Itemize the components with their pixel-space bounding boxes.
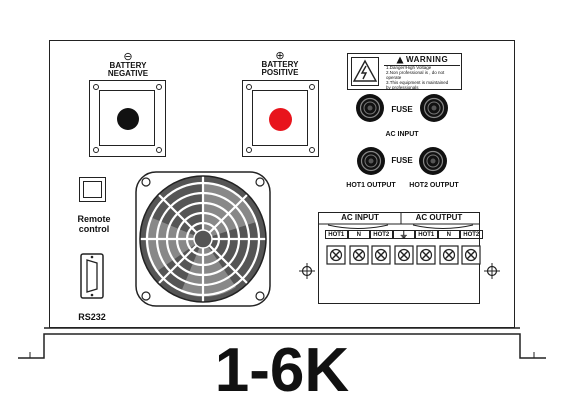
cooling-fan-icon: [135, 171, 271, 307]
battery-positive-terminal[interactable]: [269, 108, 292, 131]
warning-label: WARNING 1.Danger!High Voltage 2.Non prof…: [347, 53, 462, 90]
high-voltage-icon: [351, 57, 379, 86]
warning-line-4: 3.This equipment is maintained: [386, 80, 449, 85]
screw: [156, 147, 162, 153]
ac-input-fuse-left-knob[interactable]: [355, 93, 385, 123]
screw: [156, 84, 162, 90]
battery-negative-label-line2: NEGATIVE: [107, 69, 149, 78]
screw: [246, 84, 252, 90]
battery-negative-symbol: ⊖: [123, 51, 133, 63]
terminal-label: N: [347, 230, 370, 239]
screw: [93, 147, 99, 153]
screw: [309, 147, 315, 153]
terminal-mount-screw-right: [484, 263, 500, 279]
terminal-label: HOT2: [370, 230, 393, 239]
model-label: 1-6K: [214, 336, 350, 405]
hot1-output-label: HOT1 OUTPUT: [346, 182, 396, 189]
terminal-label: N: [437, 230, 460, 239]
battery-negative-terminal[interactable]: [117, 108, 139, 130]
warning-triangle-icon: [352, 59, 378, 82]
terminal-screw[interactable]: [348, 245, 369, 265]
terminal-label: HOT2: [460, 230, 483, 239]
screw: [93, 84, 99, 90]
terminal-mount-screw-left: [299, 263, 315, 279]
warning-title-row: WARNING: [386, 56, 460, 64]
terminal-ac-output-header: AC OUTPUT: [415, 213, 463, 222]
output-fuse-left-knob[interactable]: [356, 146, 386, 176]
rs232-port[interactable]: [79, 252, 105, 300]
terminal-screw[interactable]: [371, 245, 391, 265]
terminal-screw[interactable]: [438, 245, 459, 265]
hot2-output-label: HOT2 OUTPUT: [409, 182, 459, 189]
terminal-screw[interactable]: [416, 245, 436, 265]
terminal-header-lines: [318, 212, 480, 229]
terminal-label: HOT1: [415, 230, 438, 239]
warning-divider: [384, 65, 460, 66]
battery-positive-symbol: ⊕: [275, 50, 285, 62]
rs232-label: RS232: [78, 312, 106, 322]
remote-control-label-line2: control: [78, 224, 110, 234]
ac-input-label: AC INPUT: [385, 131, 419, 138]
caution-triangle-icon: [396, 56, 404, 64]
battery-positive-plate: [242, 80, 319, 157]
warning-title: WARNING: [406, 55, 449, 64]
terminal-screw[interactable]: [461, 245, 481, 265]
warning-line-3: operate: [386, 75, 402, 80]
screw: [246, 147, 252, 153]
terminal-label: HOT1: [325, 230, 348, 239]
fuse-label-top: FUSE: [391, 105, 413, 114]
terminal-label: ⏚: [392, 230, 415, 240]
warning-line-1: 1.Danger!High Voltage: [386, 65, 432, 70]
terminal-screw[interactable]: [326, 245, 346, 265]
battery-positive-label-line1: BATTERY: [261, 60, 299, 69]
battery-positive-label-line2: POSITIVE: [261, 68, 299, 77]
terminal-screw[interactable]: [393, 245, 414, 265]
remote-control-port-inner: [83, 181, 102, 198]
remote-control-label-line1: Remote: [77, 214, 111, 224]
battery-negative-plate: [89, 80, 166, 157]
output-fuse-right-knob[interactable]: [418, 146, 448, 176]
fuse-label-bottom: FUSE: [391, 156, 413, 165]
warning-line-2: 2.Non professional is , do not: [386, 70, 445, 75]
battery-negative-label-line1: BATTERY: [109, 61, 147, 70]
screw: [309, 84, 315, 90]
warning-line-5: by professionals: [386, 84, 419, 90]
ac-input-fuse-right-knob[interactable]: [419, 93, 449, 123]
terminal-ac-input-header: AC INPUT: [341, 213, 379, 222]
remote-control-port[interactable]: [79, 177, 106, 202]
